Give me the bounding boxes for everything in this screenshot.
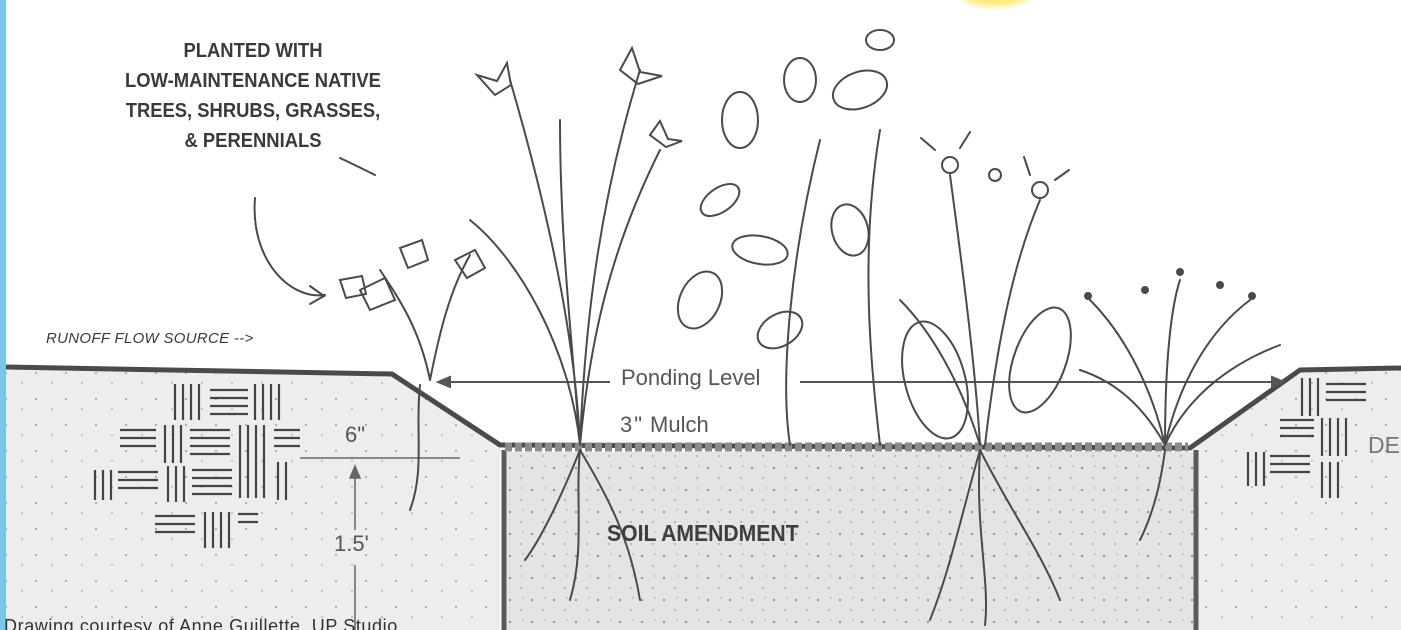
mulch-label: 3"Mulch: [620, 412, 709, 438]
planted-line-3: TREES, SHRUBS, GRASSES,: [101, 96, 405, 126]
soil-amendment-label: SOIL AMENDMENT: [607, 520, 799, 547]
ponding-level-label: Ponding Level: [619, 365, 762, 391]
mulch-text: Mulch: [650, 412, 709, 437]
drawing-credit: Drawing courtesy of Anne Guillette, UP S…: [4, 616, 398, 630]
depth-1-5-label: 1.5': [334, 531, 369, 557]
right-edge-label: DE: [1368, 432, 1400, 459]
right-ground: [1190, 370, 1401, 630]
planted-line-2: LOW-MAINTENANCE NATIVE: [101, 66, 405, 96]
runoff-flow-label: RUNOFF FLOW SOURCE -->: [46, 330, 254, 347]
planted-line-4: & PERENNIALS: [101, 126, 405, 156]
planted-callout: PLANTED WITH LOW-MAINTENANCE NATIVE TREE…: [101, 36, 405, 156]
planted-line-1: PLANTED WITH: [101, 36, 405, 66]
mulch-depth: 3": [620, 412, 644, 437]
left-ground: [6, 368, 500, 630]
depth-6-label: 6": [345, 422, 365, 448]
ponding-level-arrow: [438, 377, 1284, 387]
